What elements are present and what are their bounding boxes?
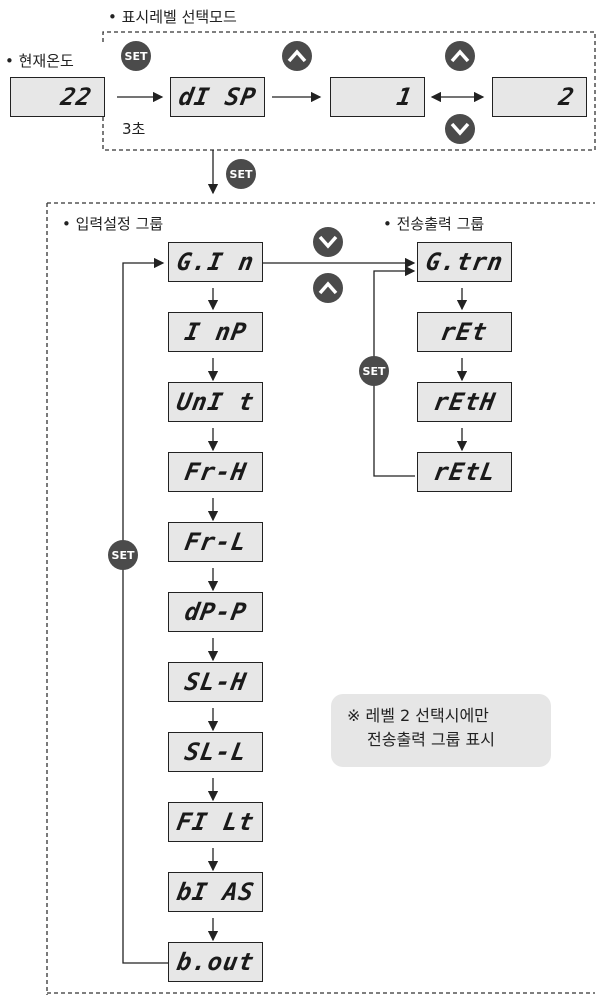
param-display: G.I n [168, 242, 263, 282]
current-temp-display: 22 [10, 77, 105, 117]
level-note: ※ 레벨 2 선택시에만 전송출력 그룹 표시 [331, 694, 551, 767]
param-display: dP-P [168, 592, 263, 632]
param-display: G.trn [417, 242, 512, 282]
param-display: rEtL [417, 452, 512, 492]
display-mode-title: • 표시레벨 선택모드 [108, 8, 237, 26]
down-button-icon [313, 227, 343, 257]
current-temp-label: • 현재온도 [5, 52, 74, 70]
up-button-icon [313, 273, 343, 303]
set-button-icon: SET [108, 540, 138, 570]
param-display: b.out [168, 942, 263, 982]
param-display: FI Lt [168, 802, 263, 842]
level2-display: 2 [492, 77, 587, 117]
up-button-icon [282, 41, 312, 71]
three-sec-label: 3초 [122, 120, 146, 138]
param-display: SL-H [168, 662, 263, 702]
disp-display: dI SP [170, 77, 265, 117]
input-group-title: • 입력설정 그룹 [62, 215, 164, 233]
param-display: rEtH [417, 382, 512, 422]
param-display: bI AS [168, 872, 263, 912]
param-display: SL-L [168, 732, 263, 772]
param-display: Fr-H [168, 452, 263, 492]
set-button-icon: SET [359, 356, 389, 386]
display-mode-border [102, 31, 596, 151]
param-display: UnI t [168, 382, 263, 422]
level1-display: 1 [330, 77, 425, 117]
transmit-group-title: • 전송출력 그룹 [383, 215, 485, 233]
note-line-2: 전송출력 그룹 표시 [367, 730, 495, 749]
down-button-icon [445, 114, 475, 144]
setup-border [46, 202, 595, 995]
param-display: Fr-L [168, 522, 263, 562]
note-line-1: ※ 레벨 2 선택시에만 [347, 706, 489, 725]
up-button-icon [445, 41, 475, 71]
param-display: I nP [168, 312, 263, 352]
set-button-icon: SET [121, 41, 151, 71]
set-button-icon: SET [226, 159, 256, 189]
param-display: rEt [417, 312, 512, 352]
